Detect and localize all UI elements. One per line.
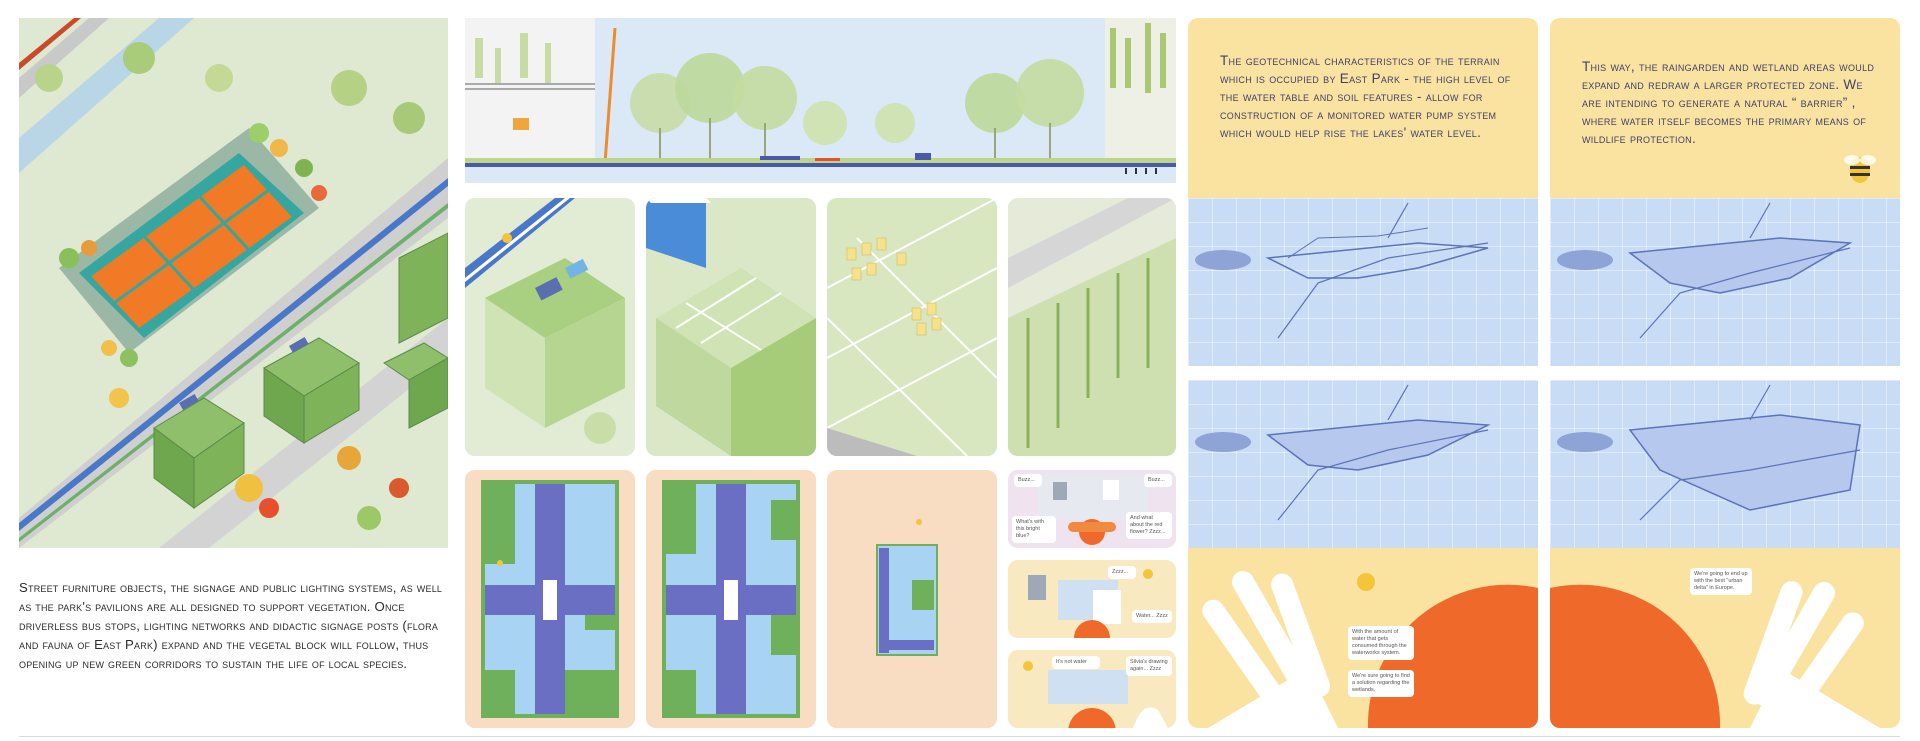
comic-text-buzz-1: Buzz... <box>1014 474 1042 487</box>
comic-scene-2 <box>1008 560 1176 638</box>
comic-panel-3: It's not water Silvia's drawing again...… <box>1008 650 1176 728</box>
field-plots-drawing <box>827 198 997 456</box>
iso-tile-green-building <box>465 198 635 456</box>
street-section-illustration <box>465 18 1176 183</box>
comic-text-question-2: And what about the red flower? Zzzz... <box>1126 512 1172 539</box>
city-map-drawing-4 <box>1557 384 1861 521</box>
plan-tile-3 <box>827 470 997 728</box>
city-map-drawing-3 <box>1557 202 1853 339</box>
bottom-rule <box>19 736 1900 737</box>
comic-text-drawing: Silvia's drawing again... Zzzz <box>1126 656 1172 676</box>
site-plan-drawing-3 <box>827 470 997 728</box>
story-bubble-2: We're sure going to find a solution rega… <box>1348 670 1414 697</box>
story-panel-text-2: This way, the raingarden and wetland are… <box>1550 18 1900 198</box>
story-bubble-3: We're going to end up with the best "urb… <box>1690 568 1752 595</box>
iso-tile-vertical-garden <box>1008 198 1176 456</box>
city-map-drawing-2 <box>1195 384 1491 521</box>
raingarden-text: This way, the raingarden and wetland are… <box>1582 59 1875 146</box>
iso-tile-rooftop-garden <box>646 198 816 456</box>
comic-text-zzz: Zzzz... <box>1108 566 1136 579</box>
rooftop-garden-drawing <box>646 198 816 456</box>
comic-text-question-1: What's with this bright blue? <box>1012 516 1056 543</box>
hands-and-sun-drawing-2 <box>1550 581 1880 728</box>
comic-panel-2: Zzzz... Water... Zzzz <box>1008 560 1176 638</box>
blueprint-map-4 <box>1550 380 1900 548</box>
story-bubble-1: With the amount of water that gets consu… <box>1348 626 1414 660</box>
site-plan-drawing-1 <box>465 470 635 728</box>
comic-panel-1: Buzz... Buzz... What's with this bright … <box>1008 470 1176 548</box>
story-panel-hands-2: We're going to end up with the best "urb… <box>1550 548 1900 728</box>
city-map-drawing-1 <box>1195 202 1489 339</box>
aerial-illustration <box>19 18 448 548</box>
street-furniture-caption: Street furniture objects, the signage an… <box>19 580 443 671</box>
street-section-drawing <box>465 18 1176 183</box>
comic-text-buzz-2: Buzz... <box>1144 474 1172 487</box>
blueprint-map-3 <box>1550 198 1900 366</box>
geotechnical-text: The geotechnical characteristics of the … <box>1220 53 1511 140</box>
site-plan-drawing-2 <box>646 470 816 728</box>
comic-text-not-water: It's not water <box>1052 656 1100 669</box>
blueprint-map-2 <box>1188 380 1538 548</box>
story-panel-hands-1: With the amount of water that gets consu… <box>1188 548 1538 728</box>
blueprint-map-1 <box>1188 198 1538 366</box>
iso-tile-field-plots <box>827 198 997 456</box>
vertical-garden-drawing <box>1008 198 1176 456</box>
plan-tile-1 <box>465 470 635 728</box>
aerial-axonometric-view <box>19 18 448 548</box>
story-panel-text-1: The geotechnical characteristics of the … <box>1188 18 1538 198</box>
bee-icon <box>1844 155 1876 183</box>
plan-tile-2 <box>646 470 816 728</box>
comic-text-water: Water... Zzzz <box>1132 610 1172 623</box>
green-building-drawing <box>465 198 635 456</box>
